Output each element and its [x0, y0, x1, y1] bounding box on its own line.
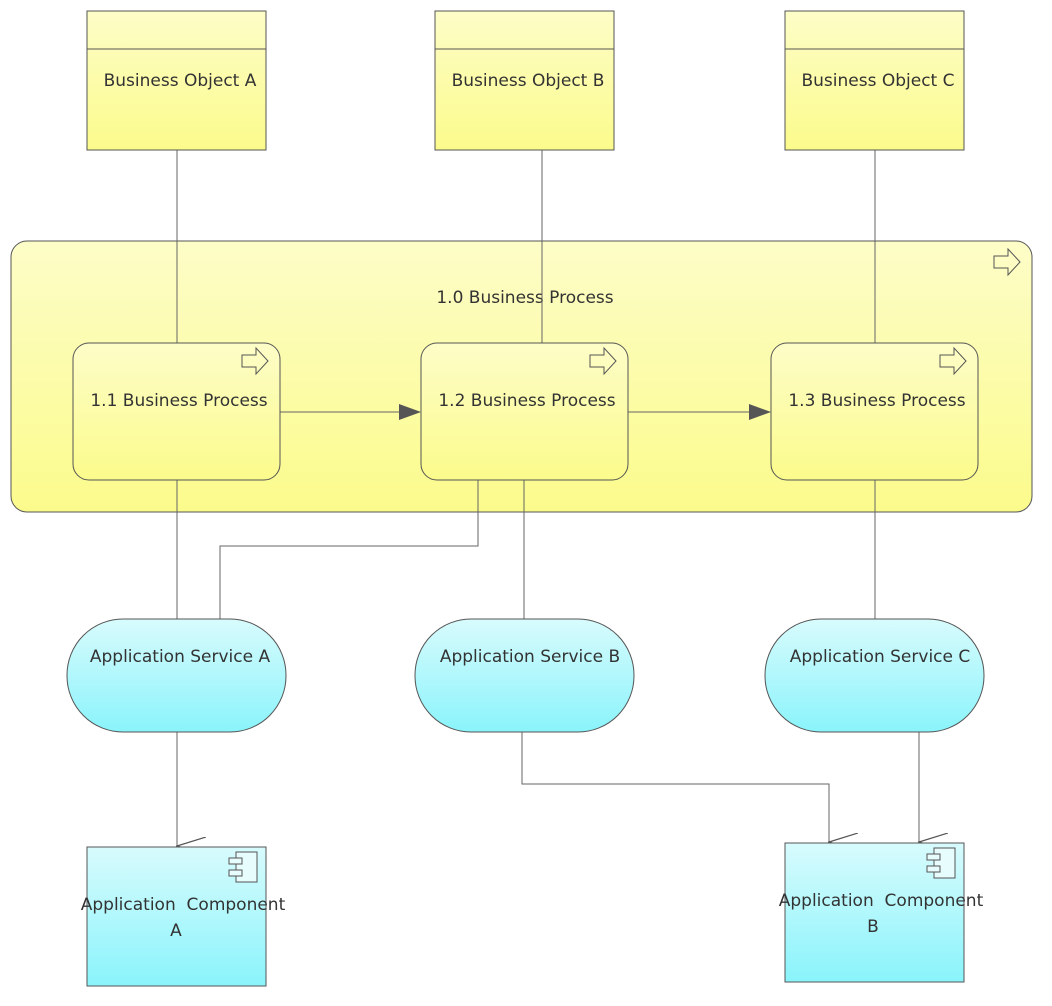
application-service-c-label: Application Service C — [790, 647, 971, 667]
application-service-b[interactable]: Application Service B — [414, 618, 635, 733]
application-component-b[interactable]: Application Component B — [779, 842, 984, 983]
sub-process-1-2-label: 1.2 Business Process — [438, 391, 615, 411]
component-icon — [926, 847, 956, 879]
application-component-a-label-line2: A — [170, 921, 182, 941]
application-service-c[interactable]: Application Service C — [764, 618, 985, 733]
business-object-c-label: Business Object C — [801, 71, 954, 91]
application-component-a[interactable]: Application Component A — [81, 846, 286, 987]
application-component-b-label-line1: Application Component — [779, 891, 984, 911]
connector-service-b-component-b — [521, 732, 829, 842]
sub-process-1-1[interactable]: 1.1 Business Process — [72, 342, 281, 481]
business-object-a[interactable]: Business Object A — [86, 10, 267, 151]
connectors — [177, 150, 919, 846]
component-icon — [228, 851, 258, 883]
sub-process-1-1-label: 1.1 Business Process — [90, 391, 267, 411]
business-object-a-label: Business Object A — [104, 71, 257, 91]
application-component-b-label-line2: B — [867, 917, 879, 937]
main-business-process-label: 1.0 Business Process — [436, 288, 613, 308]
sub-process-1-2[interactable]: 1.2 Business Process — [420, 342, 629, 481]
application-service-a-label: Application Service A — [90, 647, 271, 667]
application-service-a[interactable]: Application Service A — [66, 618, 287, 733]
connector-process-1-2-service-a — [219, 480, 479, 619]
business-object-c[interactable]: Business Object C — [784, 10, 965, 151]
business-object-b-label: Business Object B — [452, 71, 605, 91]
business-object-b[interactable]: Business Object B — [434, 10, 615, 151]
process-arrow-icon — [241, 346, 269, 376]
process-arrow-icon — [589, 346, 617, 376]
application-service-b-label: Application Service B — [440, 647, 620, 667]
process-arrow-icon — [939, 346, 967, 376]
application-component-a-label-line1: Application Component — [81, 895, 286, 915]
sub-process-1-3-label: 1.3 Business Process — [788, 391, 965, 411]
process-arrow-icon — [993, 247, 1021, 277]
sub-process-1-3[interactable]: 1.3 Business Process — [770, 342, 979, 481]
